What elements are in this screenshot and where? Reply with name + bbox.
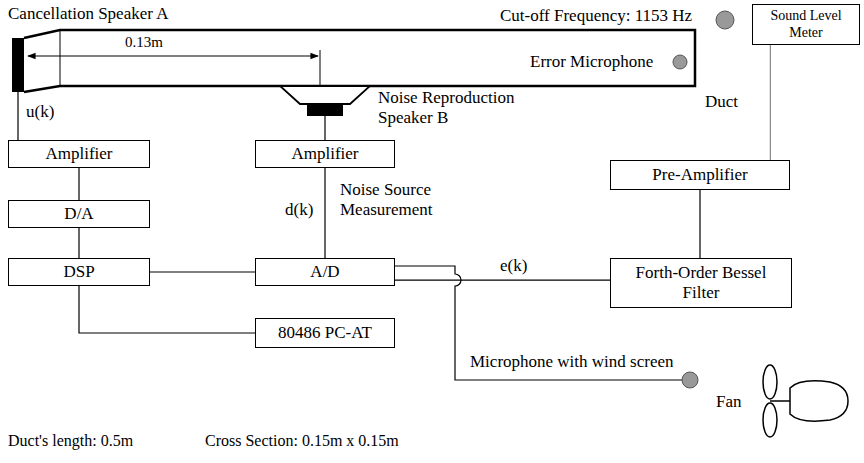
annotation-label: u(k) bbox=[26, 102, 54, 122]
signal-wire bbox=[79, 286, 255, 333]
annotation-label: Cut-off Frequency: 1153 Hz bbox=[500, 6, 692, 26]
box-label: DSP bbox=[63, 262, 94, 282]
signal-wire bbox=[395, 280, 610, 281]
annotation-label: Noise Reproduction Speaker B bbox=[378, 88, 543, 127]
annotation-label: e(k) bbox=[500, 256, 527, 276]
box-label: Pre-Amplifier bbox=[652, 165, 747, 185]
process-box: D/A bbox=[8, 200, 150, 228]
signal-wire bbox=[78, 168, 79, 200]
annotation-label: Cancellation Speaker A bbox=[8, 4, 169, 24]
annotation-label: 0.13m bbox=[125, 34, 163, 51]
dimension-arrow bbox=[28, 55, 318, 56]
error-microphone bbox=[673, 55, 687, 69]
annotation-label: Duct's length: 0.5m bbox=[8, 432, 133, 450]
box-label: Sound Level Meter bbox=[759, 8, 853, 40]
wind-screen-microphone bbox=[682, 372, 698, 388]
duct bbox=[24, 30, 695, 92]
process-box: Amplifier bbox=[8, 140, 150, 168]
annotation-label: Cross Section: 0.15m x 0.15m bbox=[205, 432, 399, 450]
box-label: Forth-Order Bessel Filter bbox=[617, 263, 785, 302]
signal-wire bbox=[770, 45, 771, 160]
box-label: Amplifier bbox=[291, 144, 358, 164]
speaker-b-wire bbox=[324, 116, 325, 140]
process-box: Sound Level Meter bbox=[752, 4, 860, 45]
box-label: A/D bbox=[310, 262, 339, 282]
fan-blade bbox=[763, 403, 777, 437]
signal-wire bbox=[699, 190, 700, 258]
annotation-label: Duct bbox=[705, 92, 738, 112]
process-box: Forth-Order Bessel Filter bbox=[610, 258, 792, 308]
box-label: Amplifier bbox=[45, 144, 112, 164]
annotation-label: Microphone with wind screen bbox=[470, 352, 673, 372]
signal-wire bbox=[78, 228, 79, 258]
annotation-label: Error Microphone bbox=[530, 52, 653, 72]
process-box: Pre-Amplifier bbox=[610, 160, 790, 190]
annotation-label: d(k) bbox=[285, 200, 313, 220]
annotation-label: Noise Source Measurement bbox=[340, 180, 450, 219]
box-label: 80486 PC-AT bbox=[278, 323, 372, 343]
speaker-a-wire bbox=[17, 92, 18, 140]
process-box: DSP bbox=[8, 258, 150, 286]
fan-motor bbox=[790, 381, 848, 421]
duct-joint bbox=[60, 30, 61, 86]
fan-shaft bbox=[770, 400, 790, 402]
speaker-b bbox=[307, 104, 343, 116]
annotation-label: Fan bbox=[716, 392, 742, 412]
speaker-a bbox=[12, 38, 24, 92]
fan-blade bbox=[763, 365, 777, 399]
dimension-tick bbox=[320, 50, 321, 86]
process-box: 80486 PC-AT bbox=[255, 318, 395, 348]
signal-wire bbox=[324, 168, 325, 258]
process-box: A/D bbox=[255, 258, 395, 286]
sound-level-microphone bbox=[716, 11, 734, 29]
speaker-b-cone bbox=[280, 86, 370, 104]
box-label: D/A bbox=[64, 204, 93, 224]
process-box: Amplifier bbox=[255, 140, 395, 168]
signal-wire bbox=[150, 271, 255, 272]
